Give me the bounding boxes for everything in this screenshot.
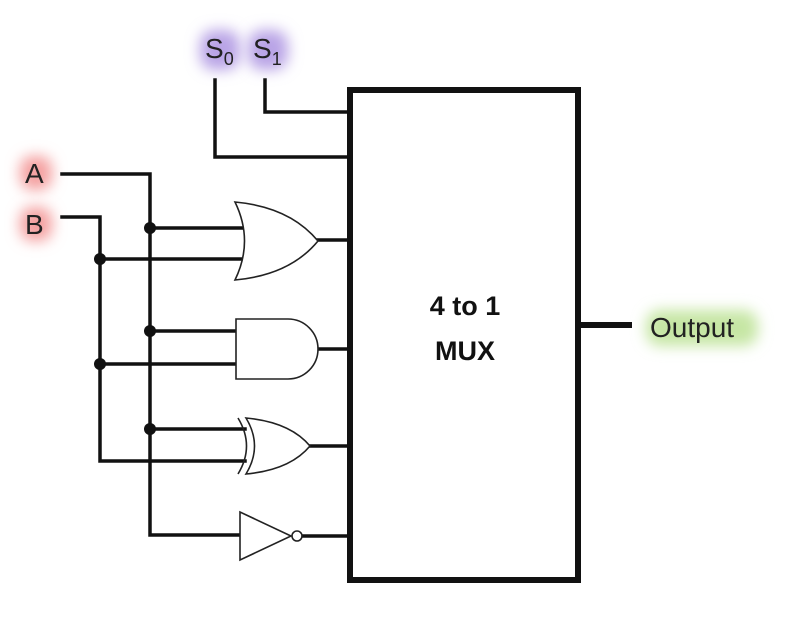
select-s0-glow [200,30,240,70]
label-glows [20,30,758,346]
select-wires [213,78,351,159]
output-label: Output [650,312,734,343]
junction-dot [144,423,156,435]
mux-label-line1: 4 to 1 [430,291,501,321]
and-gate-icon [235,318,319,380]
select-s1-glow [248,30,288,70]
junction-dot [94,358,106,370]
junction-dot [144,325,156,337]
gate-output-wires [301,238,351,538]
xor-gate-icon [237,417,312,475]
select-s1-label: S1 [253,33,282,69]
xor-input-arc [237,417,248,475]
b-main-wire [60,215,247,463]
s1-wire [263,78,351,114]
output-glow [646,310,758,346]
input-b-label: B [25,209,44,240]
junction-dot [94,253,106,265]
not-triangle [239,510,293,562]
select-s0-label: S0 [205,33,234,69]
not-bubble [291,530,303,542]
not-gate-icon [239,510,303,562]
a-main-wire [60,172,242,537]
mux-label-line2: MUX [435,336,495,366]
s0-wire [213,78,351,159]
or-gate-icon [233,201,320,281]
input-a-wires [60,172,247,537]
mux-box [347,87,581,583]
input-a-glow [20,156,52,190]
junction-dot [144,222,156,234]
xor-body [244,417,312,475]
input-a-label: A [25,158,44,189]
input-b-wires [60,215,247,463]
input-b-glow [20,207,52,241]
junction-dots [94,222,156,435]
